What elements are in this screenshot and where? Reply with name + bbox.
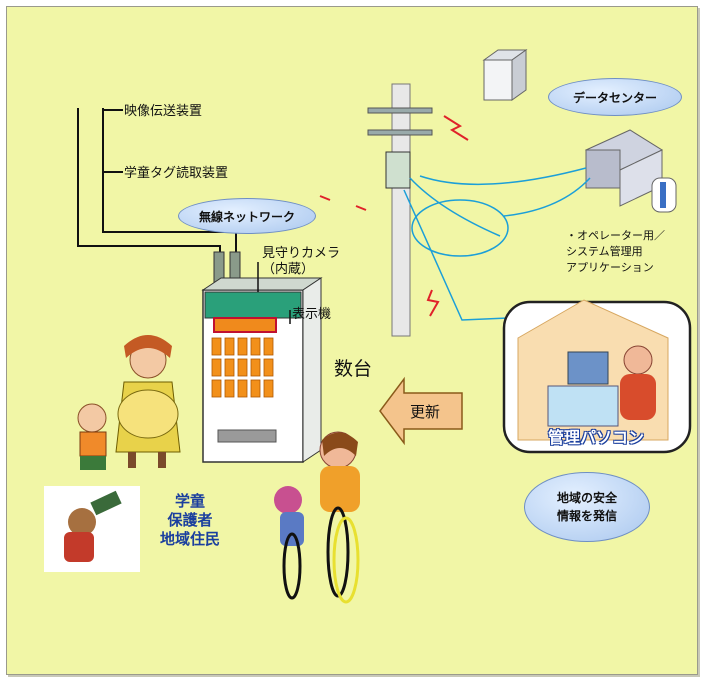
apps-label: ・オペレーター用／ システム管理用 アプリケーション (566, 229, 665, 274)
display-label: 表示機 (292, 307, 332, 322)
schoolchild-figure (44, 486, 140, 572)
video-transmitter-label: 映像伝送装置 (124, 104, 203, 119)
camera-label: 見守りカメラ （内蔵） (262, 246, 341, 277)
count-label: 数台 (334, 358, 373, 380)
display-screen (213, 317, 277, 333)
radio-waves (319, 115, 469, 317)
slot (217, 429, 277, 443)
update-label: 更新 (410, 403, 441, 421)
management-house (502, 299, 692, 454)
safety-info-bubble: 地域の安全 情報を発信 (524, 472, 650, 542)
camera-unit (204, 291, 302, 319)
utility-pole (367, 83, 433, 337)
video-transmitter-cable (77, 108, 221, 262)
office-building (584, 129, 677, 213)
tag-reader-label: 学童タグ読取装置 (124, 166, 229, 181)
mother-and-child (77, 335, 181, 470)
tag-reader-cable (102, 108, 237, 262)
mgmt-pc-label: 管理パソコン (547, 428, 644, 447)
display-machine (201, 277, 323, 463)
display-panels (211, 337, 274, 398)
pole-transmitter (385, 151, 411, 189)
bicycle-riders (274, 431, 360, 604)
data-center-bubble: データセンター (548, 78, 682, 116)
people-label: 学童 保護者 地域住民 (159, 492, 220, 548)
wireless-network-bubble: 無線ネットワーク (178, 198, 316, 234)
data-center-box (482, 49, 528, 101)
network-cables (403, 167, 591, 321)
update-arrow (379, 376, 463, 446)
